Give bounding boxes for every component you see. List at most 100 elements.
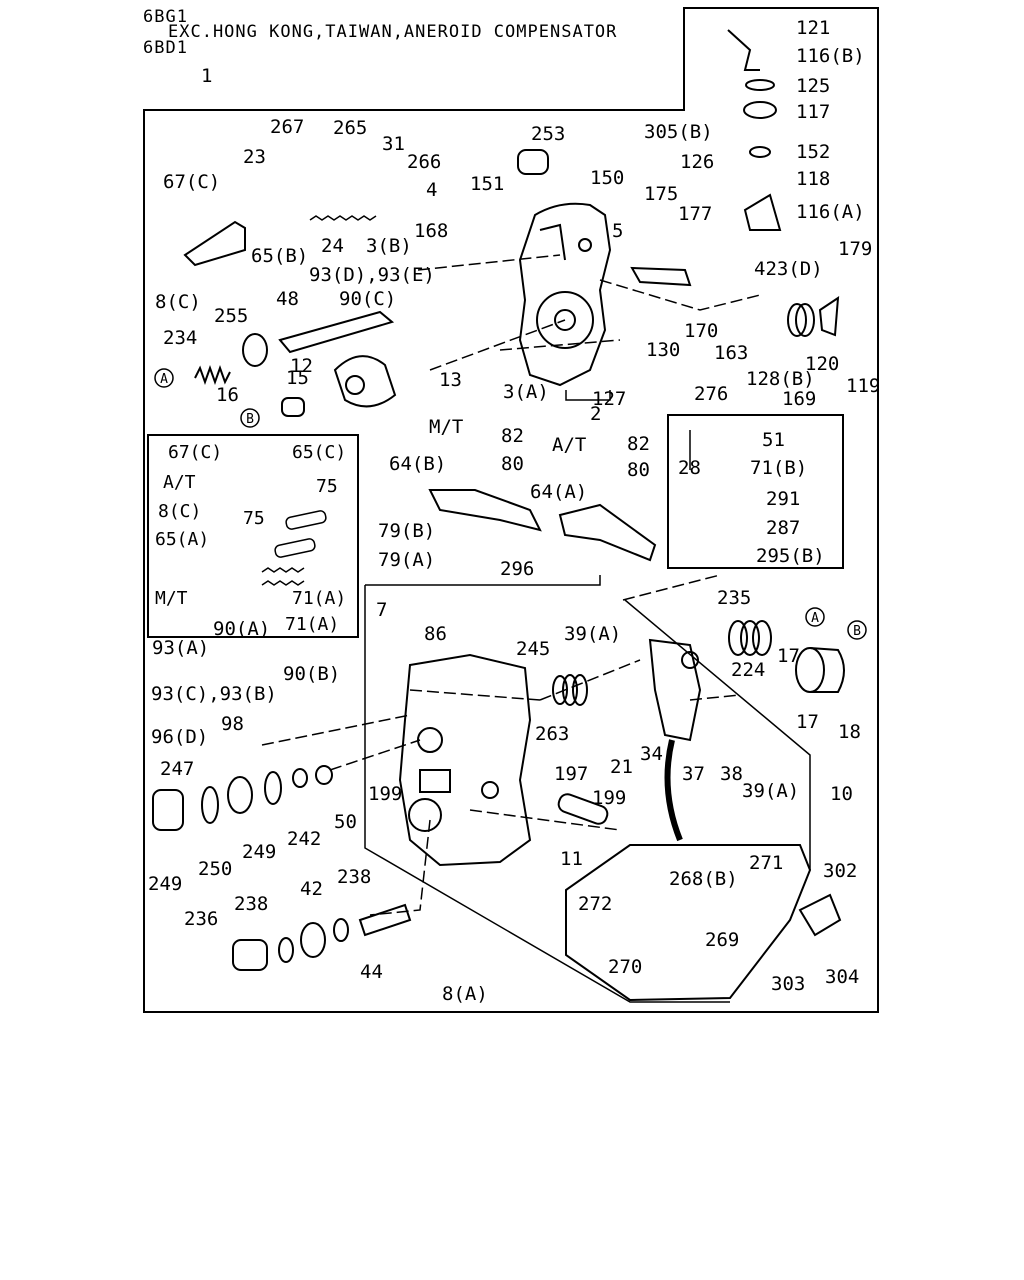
callout-179: 179 xyxy=(838,238,872,260)
callout-2: 2 xyxy=(590,403,601,425)
callout-175: 175 xyxy=(644,183,678,205)
callout-236: 236 xyxy=(184,908,218,930)
callout-263: 263 xyxy=(535,723,569,745)
callout-250: 250 xyxy=(198,858,232,880)
shaft-48 xyxy=(278,310,395,354)
box-callout-75a: 75 xyxy=(316,476,338,497)
callout-118: 118 xyxy=(796,168,830,190)
lever-assembly-37 xyxy=(648,638,702,742)
spring-24 xyxy=(309,215,377,221)
callout-71b: 71(B) xyxy=(750,457,807,479)
callout-255: 255 xyxy=(214,305,248,327)
leader-lines xyxy=(261,254,761,916)
callout-305b: 305(B) xyxy=(644,121,713,143)
callout-127: 127 xyxy=(592,388,626,410)
callout-169: 169 xyxy=(782,388,816,410)
callout-98: 98 xyxy=(221,713,244,735)
callout-51: 51 xyxy=(762,429,785,451)
callout-199a: 199 xyxy=(368,783,402,805)
callout-266: 266 xyxy=(407,151,441,173)
callout-7: 7 xyxy=(376,599,387,621)
lever-stack-116 xyxy=(727,29,782,231)
callout-8c: 8(C) xyxy=(155,291,201,313)
governor-cover-assembly xyxy=(518,202,612,387)
long-rod xyxy=(664,739,683,842)
callout-152: 152 xyxy=(796,141,830,163)
callout-121: 121 xyxy=(796,17,830,39)
box-callout-71a-1: 71(A) xyxy=(292,588,346,609)
callout-224: 224 xyxy=(731,659,765,681)
callout-42: 42 xyxy=(300,878,323,900)
callout-272: 272 xyxy=(578,893,612,915)
callout-120: 120 xyxy=(805,353,839,375)
callout-116a: 116(A) xyxy=(796,201,865,223)
lever-plate-64b xyxy=(428,489,542,532)
box-callout-65c: 65(C) xyxy=(292,442,346,463)
ref-circle-a2 xyxy=(805,607,825,627)
box-callout-71a-2: 71(A) xyxy=(285,614,339,635)
callout-235: 235 xyxy=(717,587,751,609)
box-callout-65a: 65(A) xyxy=(155,529,209,550)
callout-23: 23 xyxy=(243,146,266,168)
callout-265: 265 xyxy=(333,117,367,139)
pin-197 xyxy=(557,793,609,825)
tube-75a xyxy=(285,510,327,530)
governor-housing-11 xyxy=(398,653,532,867)
ref-circle-b2 xyxy=(847,620,867,640)
callout-18: 18 xyxy=(838,721,861,743)
callout-303: 303 xyxy=(771,973,805,995)
callout-21: 21 xyxy=(610,756,633,778)
callout-296: 296 xyxy=(500,558,534,580)
boundary-lines xyxy=(364,390,811,1003)
callout-234: 234 xyxy=(163,327,197,349)
callout-267: 267 xyxy=(270,116,304,138)
callout-125: 125 xyxy=(796,75,830,97)
ref-letter-a1: A xyxy=(160,372,168,387)
callout-80a: 80 xyxy=(501,453,524,475)
callout-5: 5 xyxy=(612,220,623,242)
springs-71a xyxy=(261,567,305,586)
callout-116b: 116(B) xyxy=(796,45,865,67)
callout-64b: 64(B) xyxy=(389,453,446,475)
callout-82b: 82 xyxy=(627,433,650,455)
callout-304: 304 xyxy=(825,966,859,988)
callout-170: 170 xyxy=(684,320,718,342)
label-at: A/T xyxy=(552,434,586,456)
sleeve-16 xyxy=(281,397,305,417)
callout-90c: 90(C) xyxy=(339,288,396,310)
callout-270: 270 xyxy=(608,956,642,978)
callout-38: 38 xyxy=(720,763,743,785)
spring-169 xyxy=(787,303,815,337)
callout-34: 34 xyxy=(640,743,663,765)
callout-199b: 199 xyxy=(592,787,626,809)
callout-291: 291 xyxy=(766,488,800,510)
model-label-6bd1: 6BD1 xyxy=(143,38,188,58)
callout-197: 197 xyxy=(554,763,588,785)
flyweight-12 xyxy=(333,355,397,408)
callout-93de: 93(D),93(E) xyxy=(309,264,435,286)
washer-stack xyxy=(152,765,333,831)
callout-238b: 238 xyxy=(337,866,371,888)
plate-179 xyxy=(818,296,840,337)
callout-82a: 82 xyxy=(501,425,524,447)
tube-75b xyxy=(274,538,316,558)
diagram-frame xyxy=(143,7,879,1013)
callout-269: 269 xyxy=(705,929,739,951)
callout-177: 177 xyxy=(678,203,712,225)
callout-44: 44 xyxy=(360,961,383,983)
ref-letter-a2: A xyxy=(811,611,819,626)
callout-39a-2: 39(A) xyxy=(742,780,799,802)
callout-423d: 423(D) xyxy=(754,258,823,280)
callout-126: 126 xyxy=(680,151,714,173)
callout-11: 11 xyxy=(560,848,583,870)
callout-12: 12 xyxy=(290,355,313,377)
collar-255 xyxy=(242,333,268,367)
cover-302 xyxy=(798,893,842,937)
callout-163: 163 xyxy=(714,342,748,364)
model-label-6bg1: 6BG1 xyxy=(143,7,188,27)
box-callout-67c: 67(C) xyxy=(168,442,222,463)
callout-90b: 90(B) xyxy=(283,663,340,685)
callout-287: 287 xyxy=(766,517,800,539)
callout-249a: 249 xyxy=(148,873,182,895)
callout-128b: 128(B) xyxy=(746,368,815,390)
